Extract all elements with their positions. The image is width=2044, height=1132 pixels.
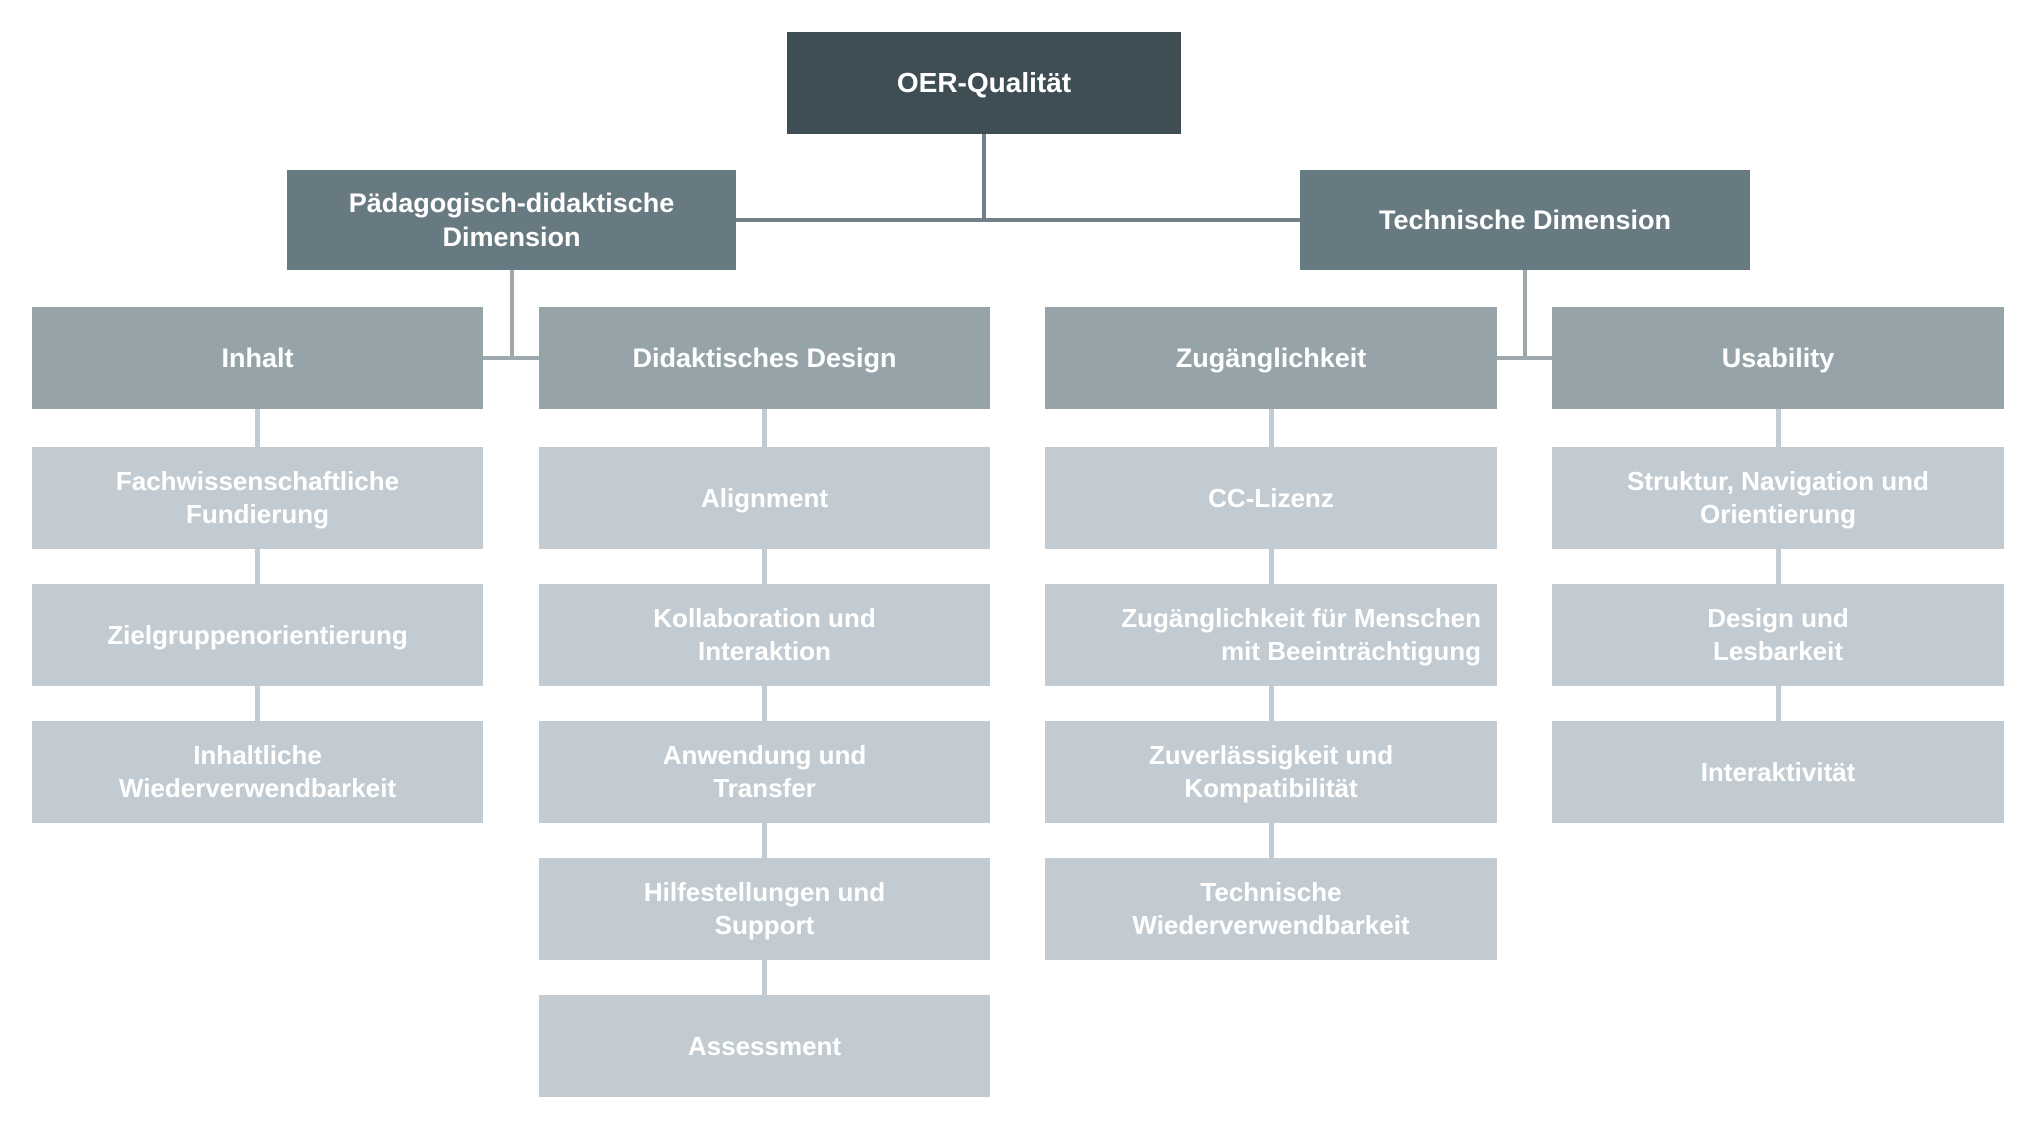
node-zugang-item-2-label: Zuverlässigkeit und Kompatibilität	[1148, 740, 1394, 803]
connector-tech-horizontal	[1497, 356, 1552, 360]
node-inhalt-item-2-label: Inhaltliche Wiederverwendbarkeit	[118, 740, 397, 803]
node-didaktik-item-2: Anwendung und Transfer	[539, 721, 990, 823]
connector-oer-vertical	[982, 134, 986, 218]
node-usability-item-2: Interaktivität	[1552, 721, 2004, 823]
node-usability: Usability	[1552, 307, 2004, 409]
connector-inhalt-0	[255, 409, 260, 447]
connector-didaktik-0	[762, 409, 767, 447]
connector-didaktik-1	[762, 549, 767, 584]
connector-usability-0	[1775, 409, 1781, 447]
node-didaktik-item-1: Kollaboration und Interaktion	[539, 584, 990, 686]
node-didaktik: Didaktisches Design	[539, 307, 990, 409]
connector-paed-horizontal	[483, 356, 539, 360]
node-tech-label: Technische Dimension	[1378, 205, 1672, 235]
node-zugang: Zugänglichkeit	[1045, 307, 1497, 409]
node-zugang-item-3-label: Technische Wiederverwendbarkeit	[1132, 877, 1410, 940]
connector-zugang-2	[1268, 686, 1274, 721]
node-inhalt-item-2: Inhaltliche Wiederverwendbarkeit	[32, 721, 483, 823]
node-usability-item-1: Design und Lesbarkeit	[1552, 584, 2004, 686]
node-didaktik-item-4: Assessment	[539, 995, 990, 1097]
node-zugang-label: Zugänglichkeit	[1175, 343, 1367, 373]
node-paed-label: Pädagogisch-didaktische Dimension	[348, 188, 675, 252]
connector-paed-vertical	[509, 270, 514, 360]
node-didaktik-item-0: Alignment	[539, 447, 990, 549]
node-zugang-item-0: CC-Lizenz	[1045, 447, 1497, 549]
connector-zugang-3	[1268, 823, 1274, 858]
node-usability-item-0: Struktur, Navigation und Orientierung	[1552, 447, 2004, 549]
node-inhalt-item-0: Fachwissenschaftliche Fundierung	[32, 447, 483, 549]
node-zugang-item-1: Zugänglichkeit für Menschen mit Beeinträ…	[1045, 584, 1497, 686]
connector-didaktik-4	[762, 960, 767, 995]
connector-oer-horizontal	[736, 218, 1300, 222]
node-didaktik-item-0-label: Alignment	[700, 482, 829, 513]
node-zugang-item-2: Zuverlässigkeit und Kompatibilität	[1045, 721, 1497, 823]
node-inhalt-label: Inhalt	[221, 343, 294, 373]
connector-zugang-1	[1268, 549, 1274, 584]
node-tech: Technische Dimension	[1300, 170, 1750, 270]
node-oer-label: OER-Qualität	[896, 67, 1072, 98]
node-paed: Pädagogisch-didaktische Dimension	[287, 170, 736, 270]
node-zugang-item-3: Technische Wiederverwendbarkeit	[1045, 858, 1497, 960]
node-inhalt-item-0-label: Fachwissenschaftliche Fundierung	[115, 466, 400, 529]
node-zugang-item-1-label: Zugänglichkeit für Menschen mit Beeinträ…	[1121, 603, 1481, 666]
node-didaktik-item-1-label: Kollaboration und Interaktion	[653, 603, 876, 666]
connector-didaktik-3	[762, 823, 767, 858]
connector-tech-vertical	[1523, 270, 1527, 360]
connector-inhalt-2	[255, 686, 260, 721]
node-didaktik-label: Didaktisches Design	[632, 343, 897, 373]
connector-zugang-0	[1268, 409, 1274, 447]
node-oer: OER-Qualität	[787, 32, 1181, 134]
connector-usability-2	[1775, 686, 1781, 721]
node-inhalt-item-1-label: Zielgruppenorientierung	[107, 619, 408, 650]
node-didaktik-item-4-label: Assessment	[687, 1030, 842, 1061]
node-inhalt: Inhalt	[32, 307, 483, 409]
node-didaktik-item-3: Hilfestellungen und Support	[539, 858, 990, 960]
node-usability-label: Usability	[1721, 343, 1835, 373]
node-usability-item-1-label: Design und Lesbarkeit	[1707, 603, 1849, 666]
node-didaktik-item-2-label: Anwendung und Transfer	[662, 740, 867, 803]
connector-usability-1	[1775, 549, 1781, 584]
node-usability-item-0-label: Struktur, Navigation und Orientierung	[1627, 466, 1929, 529]
connector-didaktik-2	[762, 686, 767, 721]
node-usability-item-2-label: Interaktivität	[1700, 756, 1856, 787]
node-inhalt-item-1: Zielgruppenorientierung	[32, 584, 483, 686]
connector-inhalt-1	[255, 549, 260, 584]
node-zugang-item-0-label: CC-Lizenz	[1208, 482, 1334, 513]
node-didaktik-item-3-label: Hilfestellungen und Support	[643, 877, 886, 940]
